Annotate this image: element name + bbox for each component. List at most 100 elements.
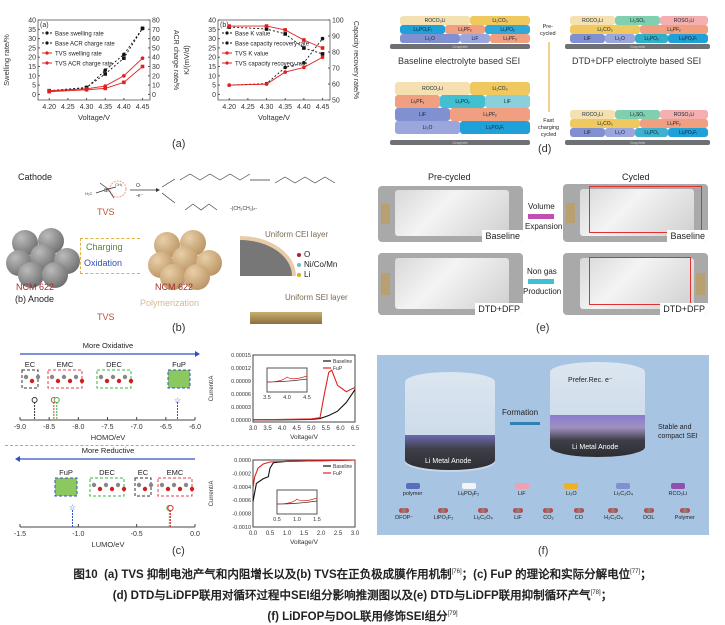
molecule-name: EMC — [57, 360, 74, 369]
inset-tick-label: 4.0 — [283, 395, 291, 401]
sei-component-block: Li₂CO₃ — [470, 16, 530, 25]
stable-sei-label: Stable and compact SEI — [658, 424, 698, 440]
molecule-legend-item: CO₂ — [543, 508, 554, 521]
inset-tick-label: 1.0 — [293, 517, 301, 523]
sei-component-block: ROSO₂Li — [660, 110, 708, 119]
molecule-legend-item: DFOP⁻ — [395, 508, 413, 521]
x-tick-label: 0.0 — [249, 531, 258, 537]
y-tick-label: -0.0008 — [232, 512, 251, 518]
dtd-tag: DTD+DFP — [660, 303, 708, 315]
graphite-substrate: Graphite — [390, 44, 530, 49]
precycled-label: Pre-cycled — [428, 172, 471, 182]
legend-label: O — [304, 250, 311, 259]
y-tick-label: 0.0000 — [234, 458, 251, 464]
molecule-icon — [399, 508, 410, 513]
y2-tick-label: 40 — [152, 55, 160, 62]
atom — [142, 486, 148, 492]
li-anode-label-left: Li Metal Anode — [425, 458, 472, 465]
atom — [98, 374, 104, 380]
atom — [148, 482, 154, 488]
legend-label: RCO₂Li — [668, 491, 688, 497]
legend-label: H₂C₂O₄ — [604, 515, 623, 521]
sei-component-block: LiₓPOᵧFᵢ — [400, 25, 445, 34]
legend-label: DOL — [643, 515, 655, 521]
molecule-name: EC — [25, 360, 36, 369]
panel-c: More Oxidative-9.0-8.5-8.0-7.5-7.0-6.5-6… — [0, 340, 360, 557]
dtd-cycled-photo: DTD+DFP — [563, 253, 708, 315]
panel-label-b: (b) — [172, 322, 186, 334]
y2-tick-label: 10 — [152, 83, 160, 90]
axis-label: HOMO/eV — [91, 433, 126, 442]
arrowhead-icon — [15, 456, 20, 462]
legend-marker — [225, 61, 229, 65]
sei-component-block: Li₂O — [400, 34, 460, 43]
legend-label: Li — [304, 270, 311, 279]
inset-fup-curve — [276, 497, 318, 505]
molecule-name: DEC — [106, 360, 122, 369]
y-tick-label: -0.0004 — [232, 485, 251, 491]
legend-label: Ni/Co/Mn — [304, 260, 338, 269]
x-tick-label: 4.20 — [42, 104, 56, 111]
molecule-name: EMC — [167, 468, 184, 477]
legend-item: LiF — [514, 483, 529, 497]
data-point — [320, 52, 325, 56]
molecule-legend-item: Polymer — [675, 508, 695, 521]
x-tick-label: 4.40 — [117, 104, 131, 111]
molecule-legend-item: DOL — [643, 508, 654, 521]
sei-component-block: Li₂CO₃ — [470, 82, 530, 95]
dtd-precycled-photo: DTD+DFP — [378, 253, 523, 315]
panel-label-c: (c) — [172, 545, 185, 557]
y2-tick-label: 100 — [332, 18, 344, 25]
caption-line-2: (d) DTD与LiDFP联用对循环过程中SEI组分影响推测图以及(e) DTD… — [112, 589, 613, 602]
data-point — [302, 65, 306, 70]
legend-label: TVS K value — [235, 52, 269, 58]
legend-label: DFOP⁻ — [395, 515, 414, 521]
data-point — [122, 52, 126, 57]
legend-swatch — [514, 483, 529, 489]
sei-component-block: LiF — [485, 95, 530, 108]
sei-component-block: ROSO₂Li — [660, 16, 708, 25]
x-tick-label: 4.0 — [278, 426, 287, 432]
x-tick-label: 6.5 — [351, 426, 360, 432]
tick-label: -6.0 — [189, 424, 201, 431]
legend-label: Baseline — [333, 464, 352, 470]
x-tick-label: 4.5 — [293, 426, 302, 432]
y-tick-label: -0.0006 — [232, 498, 251, 504]
y2-tick-label: 20 — [152, 73, 160, 80]
x-tick-label: 5.5 — [322, 426, 331, 432]
ch3-text: CH₃ — [115, 182, 123, 187]
sei-component-block: LiₓPFᵧ — [450, 108, 530, 121]
atom — [116, 378, 122, 384]
y-axis-label: Swelling rate/% — [2, 34, 11, 86]
sei-component-block: LiₓPOᵧ — [485, 25, 530, 34]
data-point — [283, 28, 287, 32]
molecule-name: FuP — [172, 360, 186, 369]
legend-swatch — [564, 483, 579, 489]
legend-dot — [297, 263, 301, 267]
oxidation-label: Oxidation — [84, 258, 123, 268]
oligomer-text: -(CH₂CH₂)ₙ- — [230, 206, 257, 212]
series-line-base-acr-charge-rate — [49, 28, 143, 92]
molecule-legend-item: CO — [573, 508, 584, 521]
atom — [23, 374, 29, 380]
inset-fup-curve — [266, 375, 308, 383]
sei-component-block: LiₓPOᵧFᵢ — [668, 128, 708, 137]
atom — [115, 482, 121, 488]
data-point — [140, 56, 145, 60]
legend-label: LiF — [517, 491, 526, 497]
legend-item: Li₂C₂O₄ — [614, 483, 633, 497]
homo-lumo-diagram: More Oxidative-9.0-8.5-8.0-7.5-7.0-6.5-6… — [14, 341, 201, 549]
x-axis-label: Voltage/V — [290, 539, 318, 546]
molecule-legend-item: Li₂C₂O₄ — [474, 508, 493, 521]
tvs-oxidation-scheme: -(CH₂CH₂)ₙ- O· -e⁻ Si CH₃ H₃C — [85, 173, 336, 212]
legend-label: Li₂C₂O₄ — [613, 491, 633, 497]
data-point — [103, 86, 107, 91]
sei-component-block: Li₂CO₃ — [570, 119, 640, 128]
atom — [79, 378, 85, 384]
anode-right — [550, 415, 645, 457]
